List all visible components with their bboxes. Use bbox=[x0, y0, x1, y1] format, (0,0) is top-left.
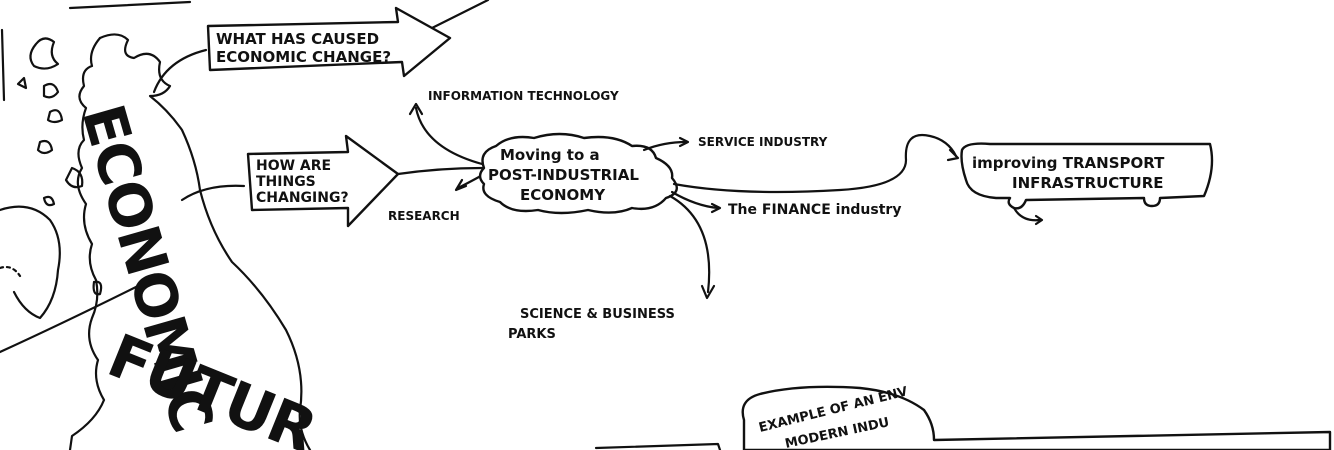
branch-information-technology: INFORMATION TECHNOLOGY bbox=[408, 89, 619, 166]
central-line3: ECONOMY bbox=[520, 186, 606, 204]
branch-transport: improving TRANSPORT INFRASTRUCTURE bbox=[672, 133, 1214, 226]
left-frame-line bbox=[0, 278, 152, 354]
branch-information-technology-label: INFORMATION TECHNOLOGY bbox=[428, 89, 619, 103]
map-title: ECONOMIC FUTUR bbox=[69, 97, 326, 450]
question-changing-line1: HOW ARE bbox=[256, 158, 331, 174]
branch-service-industry-label: SERVICE INDUSTRY bbox=[698, 135, 828, 149]
question-caused-arrow: WHAT HAS CAUSED ECONOMIC CHANGE? bbox=[152, 6, 452, 94]
transport-line2: INFRASTRUCTURE bbox=[1012, 174, 1164, 192]
central-node: Moving to a POST-INDUSTRIAL ECONOMY bbox=[478, 132, 678, 215]
branch-research: RESEARCH bbox=[388, 170, 490, 223]
branch-science-parks-line1: SCIENCE & BUSINESS bbox=[520, 307, 675, 322]
example-box: EXAMPLE OF AN ENV MODERN INDU bbox=[594, 384, 1332, 450]
branch-finance-industry-label: The FINANCE industry bbox=[728, 202, 901, 218]
transport-line1: improving TRANSPORT bbox=[972, 154, 1165, 172]
question-caused-line1: WHAT HAS CAUSED bbox=[216, 30, 379, 48]
branch-service-industry: SERVICE INDUSTRY bbox=[642, 135, 828, 152]
left-edge-line bbox=[0, 28, 6, 102]
central-line1: Moving to a bbox=[500, 146, 600, 164]
question-caused-line2: ECONOMIC CHANGE? bbox=[216, 48, 391, 66]
branch-research-label: RESEARCH bbox=[388, 209, 460, 223]
branch-science-parks: SCIENCE & BUSINESS PARKS bbox=[508, 194, 716, 342]
branch-finance-industry: The FINANCE industry bbox=[670, 190, 901, 218]
top-border-line bbox=[68, 0, 192, 10]
branch-science-parks-line2: PARKS bbox=[508, 327, 556, 342]
connector-to-central bbox=[396, 166, 484, 176]
question-changing-line2: THINGS bbox=[256, 174, 316, 190]
question-changing-arrow: HOW ARE THINGS CHANGING? bbox=[180, 134, 400, 228]
uk-map-outline bbox=[0, 33, 312, 450]
central-line2: POST-INDUSTRIAL bbox=[488, 166, 639, 184]
transport-bus-box bbox=[960, 142, 1214, 210]
top-curve-line bbox=[426, 0, 490, 32]
question-changing-line3: CHANGING? bbox=[256, 190, 349, 206]
